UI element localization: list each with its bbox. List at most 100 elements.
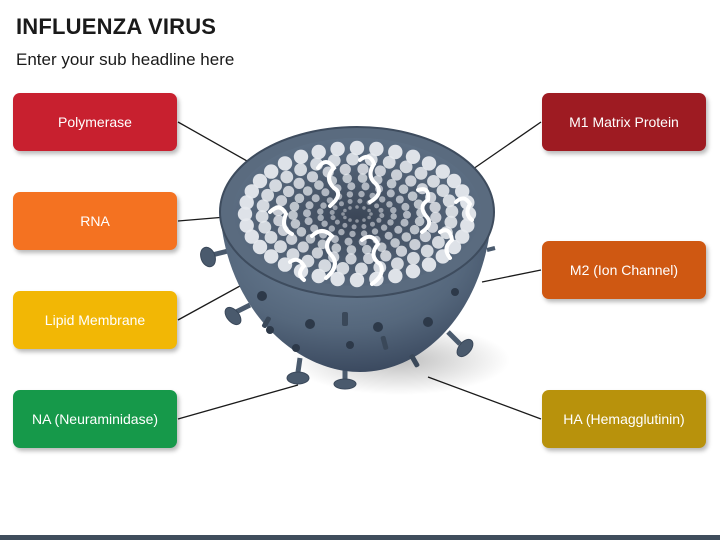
matrix-particle — [371, 228, 379, 235]
matrix-particle — [256, 199, 270, 213]
matrix-particle — [280, 170, 294, 184]
bottom-bar — [0, 535, 720, 540]
matrix-particles — [237, 140, 477, 288]
matrix-particle — [264, 249, 279, 264]
matrix-particle — [317, 239, 328, 250]
matrix-particle — [317, 214, 324, 221]
matrix-particle — [357, 173, 368, 183]
matrix-particle — [390, 238, 400, 248]
shell-small-spikes — [262, 312, 420, 368]
matrix-particle — [446, 173, 462, 189]
matrix-particle — [363, 252, 375, 265]
matrix-particle — [348, 218, 352, 222]
matrix-particle — [328, 225, 335, 232]
matrix-particle — [429, 201, 441, 213]
matrix-particle — [321, 188, 330, 197]
matrix-particle — [347, 182, 356, 191]
matrix-particle — [302, 186, 313, 196]
matrix-particle — [349, 272, 365, 288]
matrix-particle — [436, 184, 450, 198]
matrix-particle — [360, 230, 368, 237]
matrix-particle — [390, 213, 397, 220]
matrix-particle — [330, 271, 345, 287]
matrix-particle — [401, 232, 412, 242]
matrix-particle — [339, 201, 344, 207]
matrix-particle — [361, 224, 367, 229]
page-subtitle: Enter your sub headline here — [16, 50, 235, 69]
matrix-particle — [432, 236, 445, 249]
matrix-particle — [367, 215, 371, 220]
matrix-particle — [347, 199, 353, 204]
rna-strand — [310, 229, 337, 280]
connector-m2 — [481, 269, 542, 283]
matrix-particle — [342, 222, 348, 228]
matrix-particle — [357, 163, 369, 175]
matrix-particle — [395, 195, 404, 204]
rna-strand — [438, 228, 455, 260]
matrix-particle — [314, 180, 324, 190]
matrix-particle — [346, 152, 359, 166]
matrix-particle — [386, 178, 397, 189]
label-m1-matrix-protein: M1 Matrix Protein — [542, 93, 706, 151]
matrix-particle — [445, 205, 459, 218]
matrix-particle — [351, 224, 357, 230]
matrix-particle — [407, 191, 418, 201]
matrix-particle — [275, 195, 288, 207]
matrix-particle — [405, 264, 421, 279]
rna-strand — [268, 205, 294, 236]
matrix-particle — [329, 210, 335, 215]
matrix-particle — [252, 239, 268, 255]
matrix-particle — [421, 257, 437, 272]
matrix-particle — [414, 166, 428, 180]
matrix-particle — [435, 164, 450, 179]
matrix-particle — [269, 179, 282, 193]
matrix-particle — [286, 233, 298, 245]
matrix-particle — [303, 209, 311, 218]
rna-strands — [268, 154, 474, 286]
matrix-particle — [277, 156, 293, 171]
matrix-particle — [369, 141, 384, 157]
matrix-particle — [370, 221, 375, 227]
matrix-particle — [409, 224, 420, 235]
matrix-particle — [331, 243, 342, 253]
matrix-particle — [339, 163, 351, 176]
matrix-particle — [455, 229, 470, 244]
matrix-particle — [264, 164, 279, 179]
matrix-particle — [378, 207, 384, 213]
rna-strand — [316, 160, 341, 208]
matrix-particle — [400, 218, 409, 227]
rna-strand — [454, 196, 474, 222]
matrix-particle — [398, 184, 409, 194]
matrix-particle — [330, 141, 345, 157]
matrix-particle — [444, 215, 458, 229]
matrix-particle — [403, 210, 411, 219]
matrix-particle — [390, 207, 397, 214]
matrix-particle — [388, 268, 403, 284]
spike — [446, 330, 474, 358]
matrix-particle — [345, 253, 357, 265]
matrix-particle — [374, 203, 380, 209]
spike — [286, 357, 310, 385]
matrix-particle — [349, 230, 356, 238]
matrix-particle — [239, 195, 254, 210]
matrix-particle — [386, 201, 393, 208]
matrix-particle — [311, 247, 323, 259]
matrix-particle — [409, 239, 421, 251]
matrix-particle — [369, 212, 373, 216]
matrix-particle — [430, 211, 442, 223]
label-polymerase: Polymerase — [13, 93, 177, 151]
matrix-particle — [346, 191, 354, 198]
matrix-particle — [304, 217, 313, 226]
matrix-particle — [395, 245, 408, 257]
matrix-particle — [460, 218, 475, 233]
matrix-particle — [407, 251, 420, 265]
matrix-particle — [237, 206, 253, 222]
matrix-particle — [427, 175, 440, 188]
matrix-particle — [346, 245, 357, 255]
matrix-particle — [332, 205, 338, 211]
matrix-particle — [379, 196, 386, 203]
matrix-particle — [357, 198, 363, 204]
matrix-particle — [355, 219, 359, 223]
matrix-particle — [380, 224, 388, 231]
